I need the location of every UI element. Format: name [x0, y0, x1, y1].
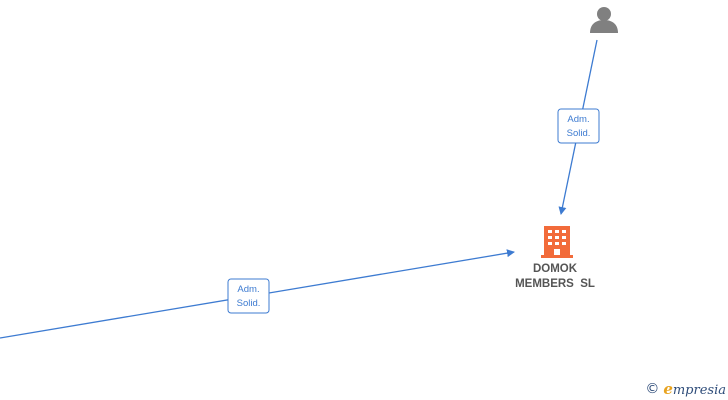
copyright-icon: ©: [645, 381, 660, 397]
edge-label-1[interactable]: Adm. Solid.: [557, 108, 600, 144]
company-name-line2: MEMBERS SL: [515, 278, 595, 290]
edge-label-2[interactable]: Adm. Solid.: [227, 278, 270, 314]
brand-initial: e: [663, 380, 673, 398]
brand-rest: mpresia: [672, 383, 726, 398]
building-icon[interactable]: [541, 226, 573, 258]
empresia-watermark: © empresia: [645, 378, 728, 400]
edge-label-1-line2: Solid.: [567, 128, 591, 139]
edge-label-2-line2: Solid.: [237, 298, 261, 309]
brand-name: empresia: [663, 380, 726, 398]
company-name[interactable]: DOMOK MEMBERS SL: [505, 262, 605, 292]
person-icon[interactable]: [590, 7, 618, 33]
company-name-line1: DOMOK: [532, 263, 578, 275]
edge-label-2-line1: Adm.: [237, 284, 259, 295]
edge-label-1-line1: Adm.: [567, 114, 589, 125]
